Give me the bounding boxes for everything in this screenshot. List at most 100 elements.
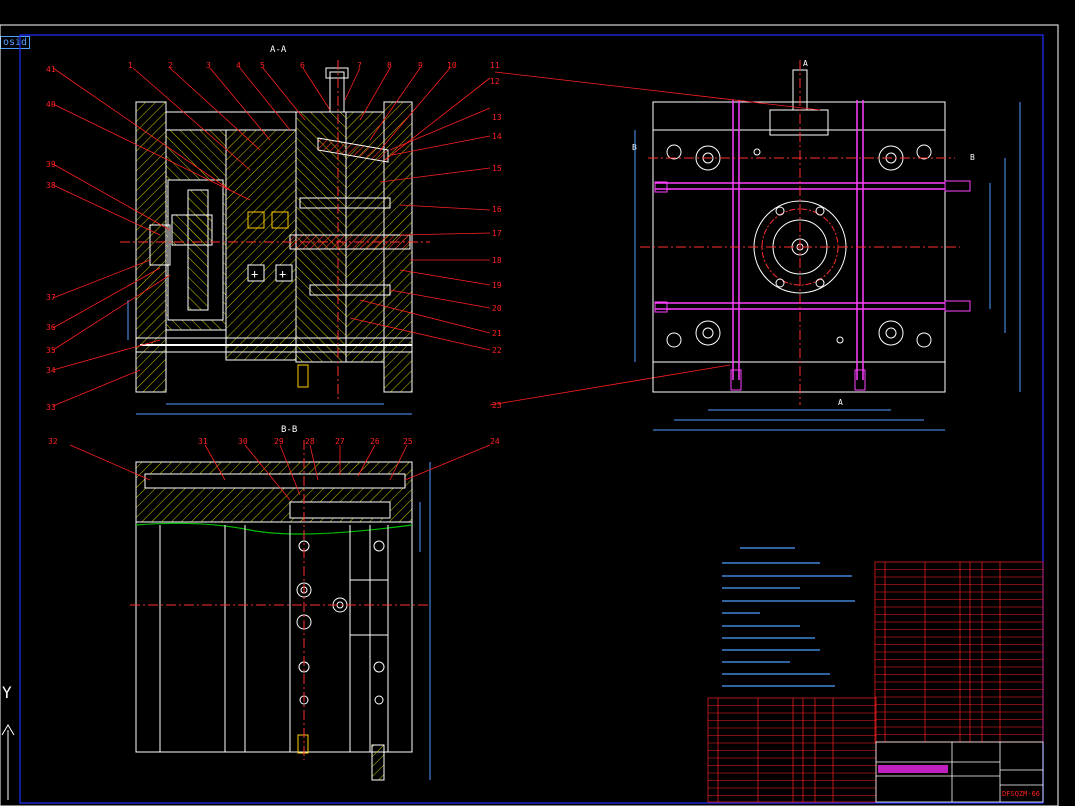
ucs-y-label: Y bbox=[2, 683, 12, 702]
svg-text:41: 41 bbox=[46, 65, 56, 74]
hex-bolt-2 bbox=[271, 211, 289, 229]
section-aa-title: A-A bbox=[270, 45, 287, 55]
plan-marker-a-top: A bbox=[803, 59, 808, 68]
svg-text:18: 18 bbox=[492, 256, 502, 265]
svg-text:16: 16 bbox=[492, 205, 502, 214]
svg-text:24: 24 bbox=[490, 437, 500, 446]
plan-bolt-hole bbox=[815, 206, 825, 216]
parts-list-bottom bbox=[707, 697, 877, 803]
plan-bolt-hole bbox=[775, 278, 785, 288]
viewport-label[interactable]: osid bbox=[0, 36, 31, 49]
svg-text:26: 26 bbox=[370, 437, 380, 446]
plan-inner bbox=[652, 129, 946, 363]
svg-text:15: 15 bbox=[492, 164, 502, 173]
plan-marker-a-bottom: A bbox=[838, 398, 843, 407]
svg-text:35: 35 bbox=[46, 346, 56, 355]
svg-text:10: 10 bbox=[447, 61, 457, 70]
fixed-clamp-plate bbox=[135, 101, 167, 393]
svg-text:13: 13 bbox=[492, 113, 502, 122]
core-plate bbox=[225, 129, 297, 361]
plan-cooling-fittings bbox=[654, 180, 971, 391]
plan-dimensions bbox=[634, 102, 1021, 431]
plan-bolt-hole bbox=[775, 206, 785, 216]
svg-text:14: 14 bbox=[492, 132, 502, 141]
ejector-plate bbox=[187, 189, 209, 311]
sprue-bushing bbox=[329, 71, 345, 113]
leader-11 bbox=[494, 71, 821, 111]
svg-text:4: 4 bbox=[236, 61, 241, 70]
bb-holes bbox=[296, 540, 385, 705]
svg-text:12: 12 bbox=[490, 77, 500, 86]
balloons-top: 1 2 3 4 5 6 7 8 9 10 11 12 bbox=[128, 61, 500, 86]
plus-mark-1: + bbox=[251, 267, 258, 281]
spacer-2 bbox=[275, 264, 293, 282]
nozzle bbox=[171, 214, 213, 246]
svg-text:36: 36 bbox=[46, 323, 56, 332]
technical-notes bbox=[722, 547, 855, 687]
svg-text:30: 30 bbox=[238, 437, 248, 446]
plan-holes bbox=[666, 144, 932, 348]
svg-text:23: 23 bbox=[492, 401, 502, 410]
svg-text:5: 5 bbox=[260, 61, 265, 70]
plan-bolt-hole bbox=[815, 278, 825, 288]
angle-slider bbox=[317, 137, 389, 163]
svg-text:6: 6 bbox=[300, 61, 305, 70]
svg-text:22: 22 bbox=[492, 346, 502, 355]
svg-text:29: 29 bbox=[274, 437, 284, 446]
bb-fitting bbox=[371, 744, 385, 781]
guide-pin-1 bbox=[299, 197, 391, 209]
bb-leaders bbox=[69, 444, 491, 501]
svg-text:11: 11 bbox=[490, 61, 500, 70]
svg-text:9: 9 bbox=[418, 61, 423, 70]
sprue-head bbox=[325, 67, 349, 79]
bb-vertical-lines bbox=[159, 525, 389, 752]
hex-bolt-1 bbox=[247, 211, 265, 229]
svg-text:39: 39 bbox=[46, 160, 56, 169]
svg-text:37: 37 bbox=[46, 293, 56, 302]
rail-top bbox=[165, 111, 297, 131]
parts-list-bottom-rows bbox=[708, 705, 876, 796]
balloons-right: 13 14 15 16 17 18 19 20 21 22 23 bbox=[492, 113, 502, 410]
section-bb-view[interactable]: B-B bbox=[130, 425, 431, 781]
bb-fitting-2 bbox=[297, 734, 309, 754]
balloons-bb: 32 31 30 29 28 27 26 25 24 bbox=[48, 437, 500, 446]
title-part-number: DFSQZM-66 bbox=[1002, 790, 1040, 798]
svg-text:27: 27 bbox=[335, 437, 345, 446]
svg-text:19: 19 bbox=[492, 281, 502, 290]
svg-text:38: 38 bbox=[46, 181, 56, 190]
svg-text:34: 34 bbox=[46, 366, 56, 375]
cooling-fitting-aa bbox=[297, 364, 309, 388]
plan-gate-block bbox=[769, 109, 829, 136]
ucs-icon bbox=[1, 724, 15, 800]
bb-slider-block bbox=[349, 579, 389, 636]
title-block bbox=[875, 741, 1044, 803]
svg-text:32: 32 bbox=[48, 437, 58, 446]
locating-ring bbox=[149, 224, 171, 266]
plan-view[interactable]: A A B B bbox=[632, 59, 1021, 431]
parts-list-right-rows bbox=[875, 569, 1043, 735]
svg-text:33: 33 bbox=[46, 403, 56, 412]
bb-channel bbox=[144, 473, 406, 489]
section-aa-view[interactable]: A-A + + bbox=[120, 45, 430, 415]
svg-text:7: 7 bbox=[357, 61, 362, 70]
svg-text:3: 3 bbox=[206, 61, 211, 70]
title-fill-magenta bbox=[878, 765, 948, 773]
svg-text:25: 25 bbox=[403, 437, 413, 446]
bb-break-line bbox=[135, 522, 413, 535]
plan-marker-b-right: B bbox=[970, 153, 975, 162]
svg-text:21: 21 bbox=[492, 329, 502, 338]
svg-text:1: 1 bbox=[128, 61, 133, 70]
plus-mark-2: + bbox=[279, 267, 286, 281]
svg-text:40: 40 bbox=[46, 100, 56, 109]
svg-text:20: 20 bbox=[492, 304, 502, 313]
aa-leaders bbox=[52, 67, 731, 407]
svg-text:2: 2 bbox=[168, 61, 173, 70]
spacer-1 bbox=[247, 264, 265, 282]
svg-text:17: 17 bbox=[492, 229, 502, 238]
section-bb-title: B-B bbox=[281, 425, 297, 435]
svg-text:8: 8 bbox=[387, 61, 392, 70]
svg-text:31: 31 bbox=[198, 437, 208, 446]
sheet-inner-border bbox=[19, 34, 1044, 804]
balloons-left: 41 40 39 38 37 36 35 34 33 bbox=[46, 65, 56, 412]
